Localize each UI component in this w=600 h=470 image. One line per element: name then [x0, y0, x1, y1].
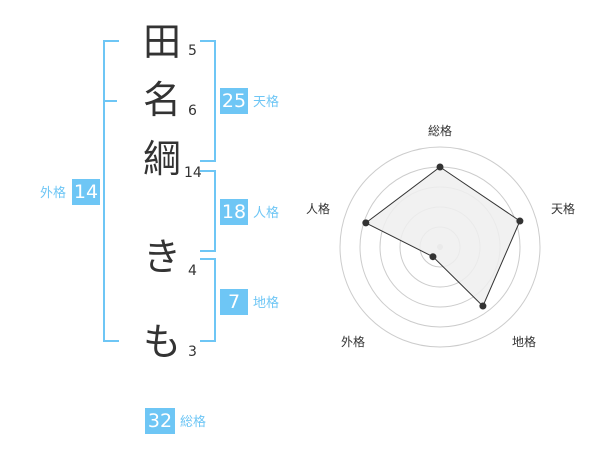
radar-shape: [364, 166, 521, 307]
name-char-4: き: [143, 235, 182, 279]
gai-kaku-label: 外格: [40, 186, 67, 201]
gai-kaku-badge: 14: [72, 179, 100, 205]
stroke-count-4: 4: [188, 263, 197, 279]
radar-point-4: [429, 253, 437, 261]
radar-axis-label-ten: 天格: [551, 201, 575, 216]
ten-kaku-badge: 25: [220, 88, 248, 114]
radar-axis-label-chi: 地格: [512, 334, 536, 349]
jin-kaku-badge: 18: [220, 199, 248, 225]
ten-bracket: [200, 40, 216, 162]
radar-grid-ring-5: [339, 146, 541, 348]
ten-kaku-label: 天格: [253, 95, 280, 110]
radar-point-5: [362, 219, 370, 227]
name-char-2: 名: [143, 78, 182, 122]
radar-axis-label-gai: 外格: [341, 334, 365, 349]
stroke-count-3: 14: [184, 165, 202, 181]
stroke-count-1: 5: [188, 43, 197, 59]
stroke-count-5: 3: [188, 344, 197, 360]
name-char-3: 綱: [143, 137, 182, 181]
gai-bracket: [103, 40, 119, 342]
jin-kaku-label: 人格: [253, 206, 280, 221]
chi-bracket: [200, 258, 216, 342]
jin-bracket: [200, 170, 216, 252]
gai-bracket-tick: [103, 100, 117, 102]
radar-axis-label-jin: 人格: [306, 201, 330, 216]
chi-kaku-label: 地格: [253, 296, 280, 311]
radar-point-2: [516, 217, 524, 225]
sou-kaku-label: 総格: [180, 415, 207, 430]
sou-kaku-badge: 32: [145, 408, 175, 434]
stroke-count-2: 6: [188, 103, 197, 119]
name-char-5: も: [143, 320, 182, 364]
radar-axis-label-sou: 総格: [428, 123, 452, 138]
radar-point-1: [436, 163, 444, 171]
radar-point-3: [479, 302, 487, 310]
radar-points: [362, 163, 524, 310]
chi-kaku-badge: 7: [220, 289, 248, 315]
name-char-1: 田: [143, 20, 182, 64]
